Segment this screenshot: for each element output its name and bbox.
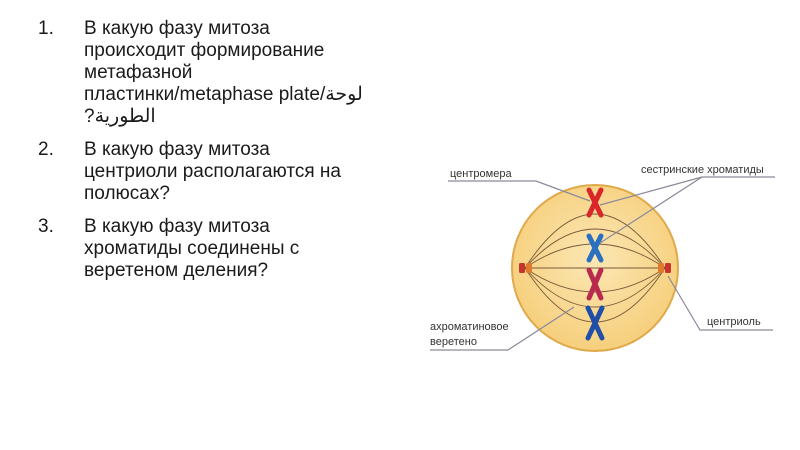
question-item-2: 2. В какую фазу митоза центриоли распола… [38,139,398,205]
centriole-left [519,263,532,273]
question-text: В какую фазу митоза происходит формирова… [84,18,398,128]
question-line: В какую фазу митоза [84,139,270,160]
question-line: центриоли располагаются на [84,161,341,182]
chromosome-1 [586,187,604,218]
question-line: الطورية? [84,106,156,127]
question-text: В какую фазу митоза хроматиды соединены … [84,216,398,282]
question-text: В какую фазу митоза центриоли располагаю… [84,139,398,205]
question-line: полюсах? [84,183,170,204]
question-line: В какую фазу митоза [84,18,270,39]
centriole-right [658,263,671,273]
label-centriole: центриоль [707,316,761,328]
question-list: 1. В какую фазу митоза происходит формир… [38,18,398,293]
question-line: веретеном деления? [84,260,269,281]
label-spindle-line-2: веретено [430,336,477,348]
question-line: В какую фазу митоза [84,216,270,237]
label-spindle-line-1: ахроматиновое [430,321,509,333]
question-item-1: 1. В какую фазу митоза происходит формир… [38,18,398,128]
question-item-3: 3. В какую фазу митоза хроматиды соедине… [38,216,398,282]
label-sister-chromatids: сестринские хроматиды [641,164,764,176]
question-number: 2. [38,139,54,160]
chromosome-3 [586,267,604,301]
pointer-lines [430,176,775,351]
question-line: пластинки/metaphase plate/لوحة [84,84,363,105]
question-line: происходит формирование [84,40,325,61]
chromosome-4 [585,305,605,341]
question-line: метафазной [84,62,193,83]
label-centromere: центромера [450,168,512,180]
question-line: хроматиды соединены с [84,238,300,259]
question-number: 1. [38,18,54,39]
question-number: 3. [38,216,54,237]
metaphase-cell-diagram: центромера сестринские хроматиды ахромат… [430,164,775,352]
chromosome-2 [586,233,604,263]
